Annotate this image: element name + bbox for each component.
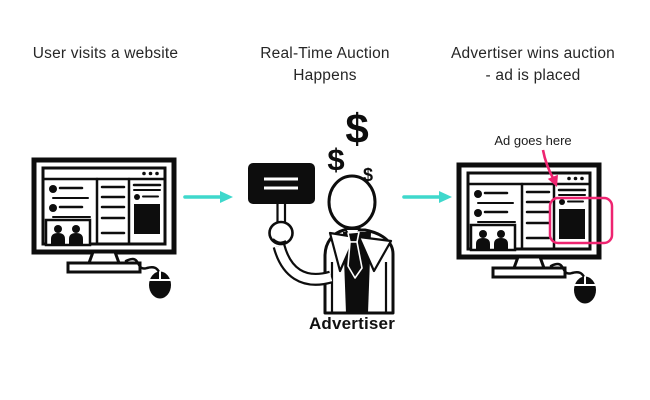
annotation-arrow-icon <box>541 149 558 187</box>
lapel-left <box>328 231 357 273</box>
step1-title: User visits a website <box>32 45 179 62</box>
lapel-right <box>357 235 393 273</box>
head <box>327 174 377 230</box>
article-list-icon <box>49 185 91 218</box>
auctioneer-illustration: $ $ $ <box>248 105 395 315</box>
dollar-sign-icon: $ <box>327 142 344 177</box>
step2-title: Real-Time Auction Happens <box>260 45 390 84</box>
user-monitor-illustration <box>31 157 177 299</box>
dollar-sign-icon: $ <box>363 165 373 185</box>
mouse-icon <box>124 257 171 299</box>
auctioneer-figure <box>272 174 395 315</box>
dollar-signs: $ $ $ <box>327 105 373 185</box>
computer-monitor-icon <box>459 165 599 304</box>
ad-slot-highlight <box>548 196 614 245</box>
flow-arrow-icon <box>183 191 233 203</box>
auction-paddle <box>248 163 315 246</box>
winner-monitor-illustration: Ad goes here <box>455 133 614 307</box>
monitor-stand <box>66 250 142 274</box>
ad-slot-icon <box>132 183 162 234</box>
dollar-sign-icon: $ <box>345 105 368 152</box>
browser-menu-dots-icon <box>142 171 159 176</box>
photo-thumbnail-icon <box>44 218 92 247</box>
step3-title: Advertiser wins auction - ad is placed <box>451 45 615 84</box>
ad-goes-here-label: Ad goes here <box>494 133 571 148</box>
advertiser-label: Advertiser <box>308 314 396 333</box>
tie <box>347 231 363 279</box>
text-lines-icon <box>100 185 126 235</box>
computer-monitor-icon <box>31 157 177 299</box>
fist <box>268 220 294 246</box>
flow-arrow-icon <box>402 191 452 203</box>
